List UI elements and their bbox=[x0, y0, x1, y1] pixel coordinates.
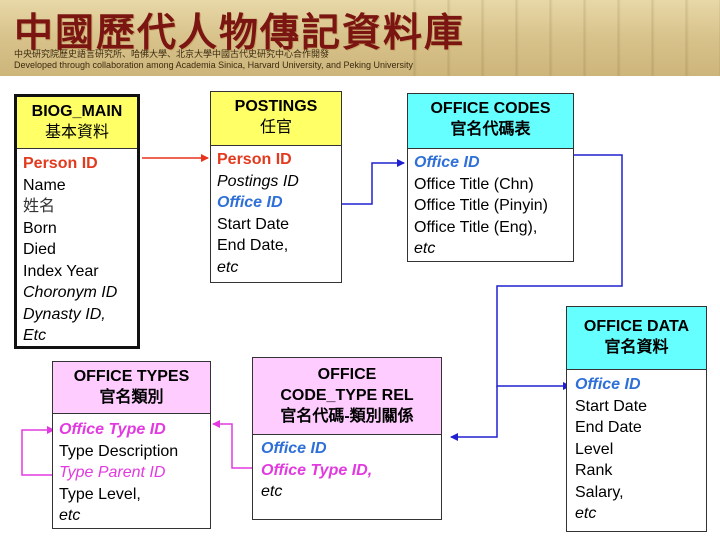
field-office-id: Office ID bbox=[217, 194, 283, 211]
field-office-type-id: Office Type ID, bbox=[261, 461, 373, 479]
field-type-description: Type Description bbox=[59, 442, 179, 460]
table-biog-main: BIOG_MAIN 基本資料 Person ID Name 姓名 Born Di… bbox=[14, 94, 140, 349]
field-office-id: Office ID bbox=[261, 440, 327, 457]
table-office-types: OFFICE TYPES 官名類別 Office Type ID Type De… bbox=[52, 361, 211, 529]
field-etc: etc bbox=[414, 240, 436, 257]
field-etc: etc bbox=[575, 505, 597, 522]
field-office-title-eng: Office Title (Eng), bbox=[414, 218, 538, 236]
field-office-id: Office ID bbox=[414, 154, 480, 171]
field-start-date: Start Date bbox=[217, 215, 290, 233]
field-etc: etc bbox=[217, 258, 239, 276]
field-etc: etc bbox=[59, 507, 81, 524]
table-title-cn: 官名類別 bbox=[99, 389, 164, 406]
field-office-type-id: Office Type ID bbox=[59, 421, 166, 438]
field-name-cn: 姓名 bbox=[23, 198, 56, 215]
field-etc: Etc bbox=[23, 327, 47, 344]
banner: 中國歷代人物傳記資料庫 中央研究院歷史語言研究所、哈佛大學、北京大學中國古代史研… bbox=[0, 0, 720, 76]
field-name: Name bbox=[23, 176, 66, 194]
field-list: Person ID Name 姓名 Born Died Index Year C… bbox=[17, 149, 137, 347]
field-postings-id: Postings ID bbox=[217, 172, 299, 190]
link-office-codes-office-data bbox=[496, 154, 623, 390]
table-title-en-line1: OFFICE bbox=[317, 366, 377, 383]
table-title-cn: 官名代碼-類別關係 bbox=[280, 408, 414, 425]
field-person-id: Person ID bbox=[217, 151, 292, 168]
table-title-cn: 官名代碼表 bbox=[450, 121, 531, 138]
field-office-title-chn: Office Title (Chn) bbox=[414, 175, 534, 193]
field-office-title-pinyin: Office Title (Pinyin) bbox=[414, 197, 548, 214]
field-list: Office ID Office Title (Chn) Office Titl… bbox=[408, 149, 573, 260]
table-title-en: OFFICE CODES bbox=[430, 100, 551, 117]
field-type-parent-id: Type Parent ID bbox=[59, 464, 166, 481]
table-postings: POSTINGS 任官 Person ID Postings ID Office… bbox=[210, 91, 342, 283]
field-dynasty-id: Dynasty ID, bbox=[23, 305, 106, 323]
link-type-parent-self bbox=[21, 426, 57, 476]
field-office-id: Office ID bbox=[575, 376, 641, 393]
table-office-codes: OFFICE CODES 官名代碼表 Office ID Office Titl… bbox=[407, 93, 574, 262]
field-list: Person ID Postings ID Office ID Start Da… bbox=[211, 146, 341, 278]
field-type-level: Type Level, bbox=[59, 485, 141, 503]
field-end-date: End Date, bbox=[217, 237, 289, 254]
table-header: OFFICE DATA 官名資料 bbox=[567, 307, 706, 370]
field-start-date: Start Date bbox=[575, 397, 648, 415]
field-died: Died bbox=[23, 241, 56, 258]
table-header: OFFICE TYPES 官名類別 bbox=[53, 362, 210, 414]
link-rel-office-types bbox=[212, 420, 254, 469]
table-title-cn: 官名資料 bbox=[604, 339, 669, 356]
field-level: Level bbox=[575, 440, 614, 458]
table-title-en-line2: CODE_TYPE REL bbox=[280, 387, 414, 404]
field-rank: Rank bbox=[575, 462, 613, 479]
banner-subtitle-chinese: 中央研究院歷史語言研究所、哈佛大學、北京大學中國古代史研究中心合作開發 bbox=[14, 49, 330, 59]
field-list: Office ID Office Type ID, etc bbox=[253, 435, 441, 503]
table-title-cn: 基本資料 bbox=[44, 124, 109, 141]
field-born: Born bbox=[23, 219, 57, 237]
field-person-id: Person ID bbox=[23, 155, 98, 172]
table-title-en: OFFICE DATA bbox=[583, 318, 690, 335]
banner-title: 中國歷代人物傳記資料庫 bbox=[14, 10, 466, 56]
calligraphy-background bbox=[395, 0, 720, 76]
table-header: BIOG_MAIN 基本資料 bbox=[17, 97, 137, 149]
table-title-en: BIOG_MAIN bbox=[31, 103, 123, 120]
banner-subtitle-english: Developed through collaboration among Ac… bbox=[14, 60, 414, 70]
table-title-en: POSTINGS bbox=[234, 98, 318, 115]
field-index-year: Index Year bbox=[23, 262, 99, 280]
table-header: POSTINGS 任官 bbox=[211, 92, 341, 146]
field-list: Office Type ID Type Description Type Par… bbox=[53, 414, 210, 527]
field-choronym-id: Choronym ID bbox=[23, 284, 118, 301]
field-etc: etc bbox=[261, 483, 283, 500]
table-header: OFFICE CODES 官名代碼表 bbox=[408, 94, 573, 149]
table-header: OFFICE CODE_TYPE REL 官名代碼-類別關係 bbox=[253, 358, 441, 435]
field-end-date: End Date bbox=[575, 419, 642, 436]
link-office-codes-rel bbox=[450, 386, 498, 441]
table-office-data: OFFICE DATA 官名資料 Office ID Start Date En… bbox=[566, 306, 707, 532]
field-salary: Salary, bbox=[575, 483, 624, 501]
table-office-code-type-rel: OFFICE CODE_TYPE REL 官名代碼-類別關係 Office ID… bbox=[252, 357, 442, 520]
field-list: Office ID Start Date End Date Level Rank… bbox=[567, 370, 706, 525]
table-title-cn: 任官 bbox=[259, 119, 292, 136]
table-title-en: OFFICE TYPES bbox=[73, 368, 190, 385]
link-postings-office-codes bbox=[342, 159, 405, 205]
